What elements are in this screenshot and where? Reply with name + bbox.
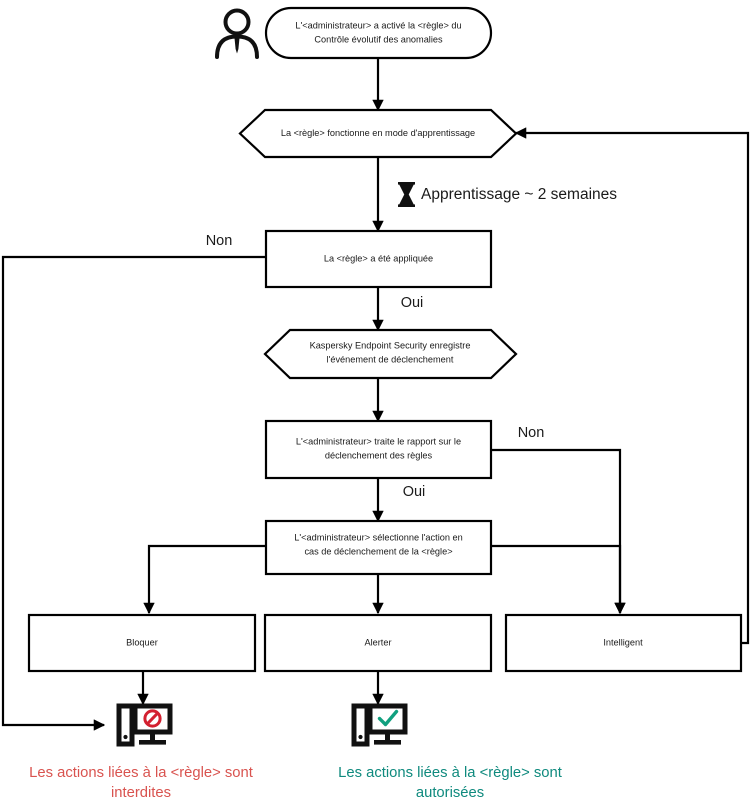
edge-select-right-to-smart: [491, 544, 626, 615]
node-rule-applied-line-1: La <règle> a été appliquée: [324, 253, 433, 263]
node-rule-enabled-line-2: Contrôle évolutif des anomalies: [314, 34, 443, 44]
edge-label-no-left: Non: [206, 233, 233, 249]
caption-allowed-line-2: autorisées: [416, 785, 484, 801]
caption-forbidden-line-2: interdites: [111, 785, 171, 801]
node-kes-records-event[interactable]: Kaspersky Endpoint Security enregistre l…: [263, 328, 518, 380]
caption-allowed: Les actions liées à la <règle> sont auto…: [338, 765, 562, 801]
node-admin-handles-report-line-1: L'<administrateur> traite le rapport sur…: [296, 436, 461, 446]
node-action-block[interactable]: Bloquer: [27, 613, 257, 673]
caption-forbidden-line-1: Les actions liées à la <règle> sont: [29, 765, 253, 781]
node-admin-handles-report-line-2: déclenchement des règles: [325, 450, 433, 460]
edge-report-no-to-smart: [491, 448, 626, 615]
edge-applied-no-to-blocked-icon: [1, 255, 266, 731]
node-admin-selects-action[interactable]: L'<administrateur> sélectionne l'action …: [264, 519, 493, 576]
node-kes-records-event-line-2: l'événement de déclenchement: [327, 354, 454, 364]
learning-duration-text: Apprentissage ~ 2 semaines: [421, 186, 617, 203]
edge-label-no-right: Non: [518, 425, 545, 441]
node-learning-mode-line-1: La <règle> fonctionne en mode d'apprenti…: [281, 128, 475, 138]
computer-allowed-icon: [351, 703, 408, 747]
node-rule-applied[interactable]: La <règle> a été appliquée: [264, 229, 493, 289]
node-learning-mode[interactable]: La <règle> fonctionne en mode d'apprenti…: [238, 108, 518, 159]
hourglass-icon: [398, 182, 415, 207]
edge-select-left-to-block: [143, 544, 266, 615]
node-action-block-label: Bloquer: [126, 637, 158, 647]
caption-forbidden: Les actions liées à la <règle> sont inte…: [29, 765, 253, 801]
connectors: [1, 58, 750, 731]
caption-allowed-line-1: Les actions liées à la <règle> sont: [338, 765, 562, 781]
node-rule-enabled-line-1: L'<administrateur> a activé la <règle> d…: [295, 20, 461, 30]
node-admin-selects-action-line-2: cas de déclenchement de la <règle>: [304, 546, 452, 556]
edge-smart-to-learning-loop: [514, 127, 750, 645]
node-admin-handles-report[interactable]: L'<administrateur> traite le rapport sur…: [264, 419, 493, 480]
node-action-alert[interactable]: Alerter: [263, 613, 493, 673]
node-kes-records-event-line-1: Kaspersky Endpoint Security enregistre: [310, 340, 471, 350]
administrator-person-icon: [215, 8, 259, 59]
edge-label-yes-report: Oui: [403, 484, 426, 500]
node-rule-enabled[interactable]: L'<administrateur> a activé la <règle> d…: [264, 6, 493, 60]
computer-blocked-icon: [116, 703, 173, 747]
node-action-smart[interactable]: Intelligent: [504, 613, 743, 673]
edge-label-yes-applied: Oui: [401, 295, 424, 311]
learning-duration-note: Apprentissage ~ 2 semaines: [398, 182, 617, 207]
node-admin-selects-action-line-1: L'<administrateur> sélectionne l'action …: [294, 532, 462, 542]
node-action-alert-label: Alerter: [364, 637, 391, 647]
node-action-smart-label: Intelligent: [603, 637, 643, 647]
